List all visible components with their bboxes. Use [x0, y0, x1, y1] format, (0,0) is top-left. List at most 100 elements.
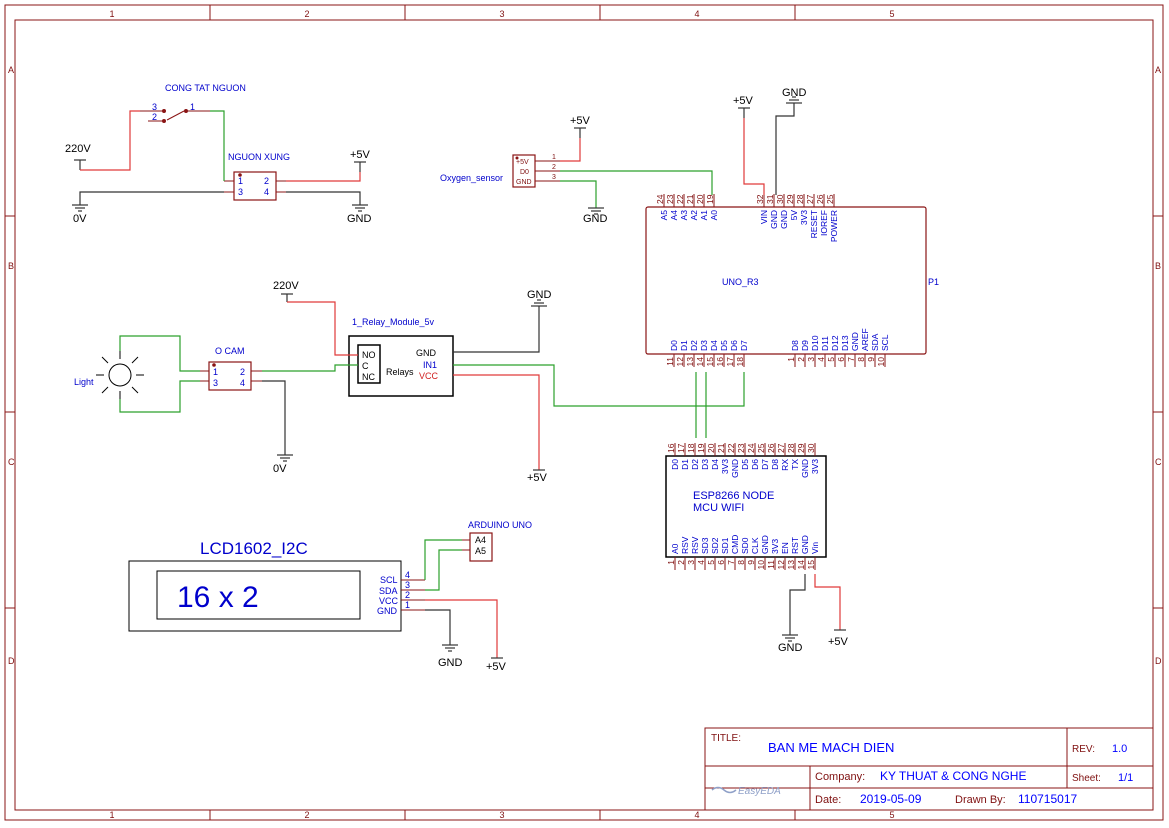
gnd-psu: GND — [347, 204, 372, 225]
oxygen-pin-num-3: 3 — [552, 174, 556, 181]
relay-pin-vcc: VCC — [419, 371, 439, 381]
gnd-label-3: GND — [782, 87, 807, 99]
uno-top-left-pin-name: A0 — [709, 210, 719, 221]
easyeda-logo: EasyEDA — [711, 786, 781, 797]
relay-center-label: Relays — [386, 367, 414, 377]
uno-bottom-right-pin-name: SCL — [880, 334, 890, 351]
company-value: KY THUAT & CONG NGHE — [880, 769, 1026, 783]
gnd-lcd: GND — [438, 644, 463, 669]
uno-bottom-right-pin-name: D10 — [810, 335, 820, 351]
gnd-oxygen: GND — [583, 207, 608, 225]
arduino-uno-r3: UNO_R3 P1 A524A423A322A221A120A019VIN32G… — [645, 194, 939, 367]
uno-top-left-pin-name: A3 — [679, 210, 689, 221]
gnd-label-2: GND — [583, 213, 608, 225]
esp-top-pin-name: TX — [790, 459, 800, 470]
esp-bottom-pin-num: 5 — [706, 560, 716, 565]
frame-row-label-left: A — [8, 65, 14, 75]
arduino-conn-pin-a4: A4 — [475, 535, 486, 545]
esp-top-pin-num: 20 — [706, 443, 716, 453]
esp-top-pin-name: GND — [800, 459, 810, 478]
psu-pin-4: 4 — [264, 187, 269, 197]
rev-label: REV: — [1072, 744, 1095, 755]
esp-top-pin-num: 30 — [806, 443, 816, 453]
arduino-uno-connector: ARDUINO UNO A4 A5 — [462, 520, 532, 562]
relay-pin-c: C — [362, 361, 369, 371]
esp-top-pin-num: 18 — [686, 443, 696, 453]
esp-top-pin-name: RX — [780, 459, 790, 471]
power-5v-lcd: +5V — [486, 657, 507, 673]
power-5v-label-1: +5V — [350, 149, 371, 161]
lcd-pin-num-2: 2 — [405, 590, 410, 600]
uno-bottom-left-pin-name: D7 — [739, 340, 749, 351]
psu-pin-1: 1 — [238, 176, 243, 186]
uno-top-right-pin-num: 30 — [775, 194, 785, 204]
esp-bottom-pin-num: 13 — [786, 560, 796, 570]
esp-top-pin-num: 16 — [666, 443, 676, 453]
power-switch: CONG TAT NGUON 3 2 1 — [140, 83, 246, 123]
esp-top-pin-name: 3V3 — [720, 459, 730, 474]
uno-top-right-pin-num: 25 — [825, 194, 835, 204]
uno-bottom-left-pin-num: 14 — [695, 357, 705, 367]
uno-bottom-right-pin-num: 5 — [826, 357, 836, 362]
frame-col-label-bottom: 5 — [890, 810, 895, 820]
esp-bottom-pin-name: RSV — [680, 536, 690, 554]
arduino-conn-name: ARDUINO UNO — [468, 520, 532, 530]
power-5v-uno: +5V — [733, 95, 754, 118]
uno-bottom-left-pin-name: D3 — [699, 340, 709, 351]
uno-bottom-right-pin-num: 6 — [836, 357, 846, 362]
uno-top-left-pin-num: 22 — [675, 194, 685, 204]
esp-bottom-pin-num: 15 — [806, 560, 816, 570]
esp-top-pin-name: D2 — [690, 459, 700, 470]
esp-bottom-pin-num: 1 — [666, 560, 676, 565]
relay-pin-nc: NC — [362, 372, 375, 382]
esp-bottom-pin-name: CMD — [730, 535, 740, 554]
uno-bottom-right-pin-name: SDA — [870, 333, 880, 351]
uno-top-left-pin-num: 21 — [685, 194, 695, 204]
uno-bottom-left-pin-num: 13 — [685, 357, 695, 367]
frame-col-label-bottom: 4 — [695, 810, 700, 820]
esp-bottom-pin-num: 8 — [736, 560, 746, 565]
uno-bottom-right-pin-name: D13 — [840, 335, 850, 351]
esp-name-line2: MCU WIFI — [693, 502, 744, 514]
uno-bottom-left-pin-num: 16 — [715, 357, 725, 367]
sheet-value: 1/1 — [1118, 772, 1133, 784]
esp-bottom-pin-num: 9 — [746, 560, 756, 565]
uno-top-left-pin-name: A5 — [659, 210, 669, 221]
uno-bottom-right-pin-name: AREF — [860, 328, 870, 351]
esp-bottom-pin-name: SD1 — [720, 537, 730, 554]
uno-bottom-right-pin-name: D12 — [830, 335, 840, 351]
frame-col-label-top: 3 — [500, 9, 505, 19]
oxygen-pin-name-3: GND — [516, 179, 532, 186]
uno-bottom-left-pin-name: D1 — [679, 340, 689, 351]
esp-bottom-pin-name: CLK — [750, 537, 760, 554]
esp-top-pin-num: 26 — [766, 443, 776, 453]
gnd-relay: GND — [527, 289, 552, 307]
arduino-conn-pin-a5: A5 — [475, 546, 486, 556]
frame-row-label-right: D — [1155, 656, 1162, 666]
lcd-pin-num-3: 3 — [405, 580, 410, 590]
uno-top-left-pin-num: 20 — [695, 194, 705, 204]
esp-top-pin-name: GND — [730, 459, 740, 478]
switch-pin-3: 3 — [152, 102, 157, 112]
esp-bottom-pin-name: EN — [780, 542, 790, 554]
esp-bottom-pin-name: SD0 — [740, 537, 750, 554]
frame-row-label-right: C — [1155, 457, 1162, 467]
light-name: Light — [74, 377, 94, 387]
esp-top-pin-num: 24 — [746, 443, 756, 453]
esp-bottom-pin-name: GND — [800, 535, 810, 554]
power-5v-oxygen: +5V — [570, 115, 591, 138]
esp-bottom-pin-num: 14 — [796, 560, 806, 570]
uno-top-left-pin-num: 24 — [655, 194, 665, 204]
esp-bottom-pin-name: A0 — [670, 543, 680, 554]
frame-col-label-top: 2 — [305, 9, 310, 19]
oxygen-pin-num-1: 1 — [552, 154, 556, 161]
esp-bottom-pin-name: 3V3 — [770, 539, 780, 554]
uno-top-right-pin-name: IOREF — [819, 210, 829, 236]
frame-col-label-top: 4 — [695, 9, 700, 19]
uno-bottom-left-pin-num: 11 — [665, 357, 675, 366]
uno-top-right-pin-name: RESET — [809, 210, 819, 238]
frame-row-label-left: B — [8, 261, 14, 271]
esp-top-pin-num: 28 — [786, 443, 796, 453]
